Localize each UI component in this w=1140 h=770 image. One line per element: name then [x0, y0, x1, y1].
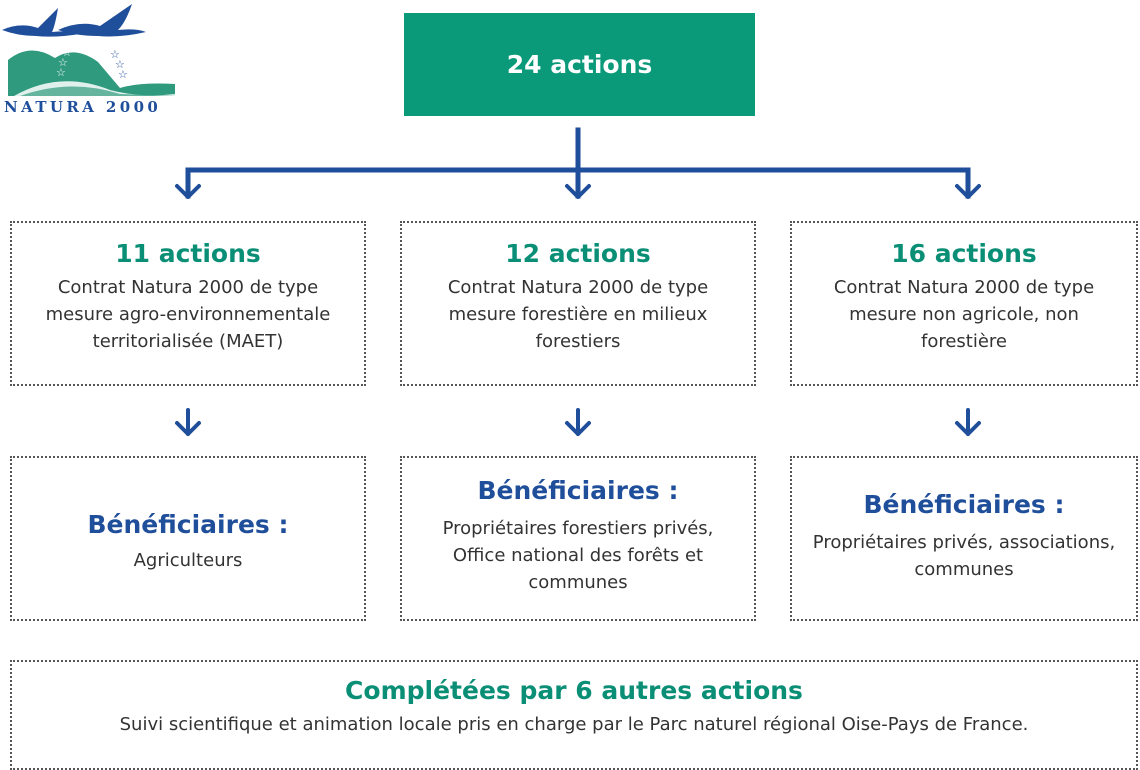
beneficiaires-list-2: Propriétaires forestiers privés, Office …: [402, 515, 754, 596]
arrow-head-1: [175, 184, 201, 199]
beneficiaires-title-3: Bénéficiaires :: [863, 490, 1065, 519]
beneficiaires-title-1: Bénéficiaires :: [87, 510, 289, 539]
arrow-head-3: [955, 184, 981, 199]
complementary-actions-box: Complétées par 6 autres actions Suivi sc…: [10, 660, 1138, 770]
action-box-1: 11 actions Contrat Natura 2000 de type m…: [10, 221, 366, 386]
svg-text:☆: ☆: [118, 68, 128, 81]
desc-line: mesure forestière en milieux: [448, 304, 708, 325]
beneficiaire-line: Propriétaires privés, associations,: [812, 532, 1116, 553]
beneficiaires-list-1: Agriculteurs: [12, 547, 364, 574]
svg-text:☆: ☆: [74, 40, 84, 53]
svg-text:☆: ☆: [100, 40, 110, 53]
desc-line: Contrat Natura 2000 de type: [57, 277, 319, 298]
svg-text:☆: ☆: [58, 56, 68, 69]
beneficiaires-list-3: Propriétaires privés, associations, comm…: [792, 529, 1136, 583]
action-desc-3: Contrat Natura 2000 de type mesure non a…: [792, 274, 1136, 355]
beneficiaires-box-2: Bénéficiaires : Propriétaires forestiers…: [400, 456, 756, 621]
beneficiaires-box-1: Bénéficiaires : Agriculteurs: [10, 456, 366, 621]
desc-line: mesure agro-environnementale: [45, 304, 331, 325]
desc-line: mesure non agricole, non: [849, 304, 1079, 325]
desc-line: forestière: [920, 331, 1008, 352]
complementary-title: Complétées par 6 autres actions: [345, 676, 803, 705]
complementary-text: Suivi scientifique et animation locale p…: [119, 714, 1029, 735]
action-desc-2: Contrat Natura 2000 de type mesure fores…: [402, 274, 754, 355]
total-actions-box: 24 actions: [404, 13, 755, 116]
desc-line: Contrat Natura 2000 de type: [833, 277, 1095, 298]
desc-line: Contrat Natura 2000 de type: [447, 277, 709, 298]
logo-text: NATURA 2000: [4, 98, 162, 116]
svg-text:☆: ☆: [56, 66, 66, 79]
action-box-3: 16 actions Contrat Natura 2000 de type m…: [790, 221, 1138, 386]
down-arrow-head-2: [565, 421, 591, 436]
svg-text:☆: ☆: [62, 46, 72, 59]
svg-text:☆: ☆: [87, 38, 97, 51]
action-title-1: 11 actions: [115, 239, 261, 268]
desc-line: forestiers: [535, 331, 621, 352]
beneficiaire-line: communes: [528, 572, 628, 593]
beneficiaire-line: Agriculteurs: [133, 550, 243, 571]
beneficiaires-title-2: Bénéficiaires :: [477, 476, 679, 505]
svg-text:☆: ☆: [110, 48, 120, 61]
down-arrow-head-3: [955, 421, 981, 436]
total-actions-label: 24 actions: [506, 50, 653, 79]
natura-2000-logo: ☆ ☆ ☆ ☆ ☆ ☆ ☆ ☆ ☆: [2, 4, 175, 96]
action-box-2: 12 actions Contrat Natura 2000 de type m…: [400, 221, 756, 386]
down-arrow-head-1: [175, 421, 201, 436]
beneficiaire-line: Office national des forêts et: [452, 545, 704, 566]
desc-line: territorialisée (MAET): [92, 331, 284, 352]
svg-text:☆: ☆: [115, 58, 125, 71]
action-title-2: 12 actions: [505, 239, 651, 268]
action-desc-1: Contrat Natura 2000 de type mesure agro-…: [12, 274, 364, 355]
action-title-3: 16 actions: [891, 239, 1037, 268]
beneficiaire-line: Propriétaires forestiers privés,: [442, 518, 714, 539]
beneficiaire-line: communes: [914, 559, 1014, 580]
beneficiaires-box-3: Bénéficiaires : Propriétaires privés, as…: [790, 456, 1138, 621]
arrow-head-2: [565, 184, 591, 199]
